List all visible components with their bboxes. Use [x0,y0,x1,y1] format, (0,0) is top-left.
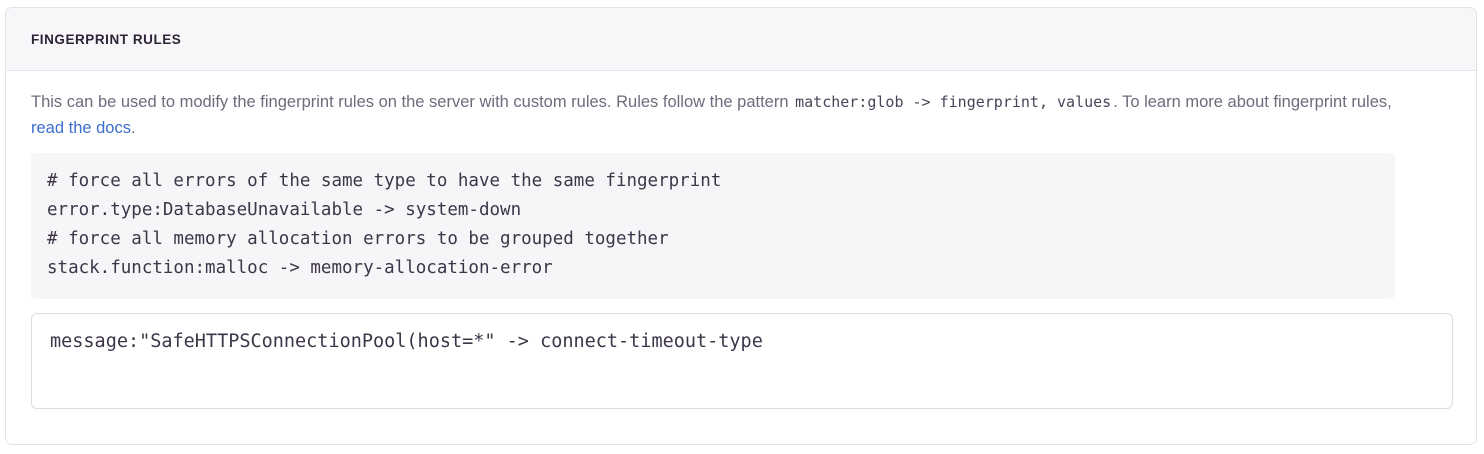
description-part-1: This can be used to modify the fingerpri… [31,93,794,111]
code-line: # force all errors of the same type to h… [47,171,722,191]
code-line: error.type:DatabaseUnavailable -> system… [47,200,522,220]
code-line: stack.function:malloc -> memory-allocati… [47,258,553,278]
read-the-docs-link[interactable]: read the docs [31,119,131,137]
description-part-2: . To learn more about fingerprint rules, [1113,93,1392,111]
description-text: This can be used to modify the fingerpri… [31,89,1406,141]
panel-body: This can be used to modify the fingerpri… [6,71,1476,409]
example-code-block: # force all errors of the same type to h… [31,153,1395,299]
fingerprint-rules-panel: FINGERPRINT RULES This can be used to mo… [5,7,1477,445]
inline-code-pattern: matcher:glob -> fingerprint, values [795,93,1112,111]
panel-header: FINGERPRINT RULES [6,8,1476,71]
fingerprint-rules-input[interactable] [31,313,1453,409]
code-line: # force all memory allocation errors to … [47,229,669,249]
page-title: FINGERPRINT RULES [31,31,182,47]
description-part-3: . [130,119,136,137]
